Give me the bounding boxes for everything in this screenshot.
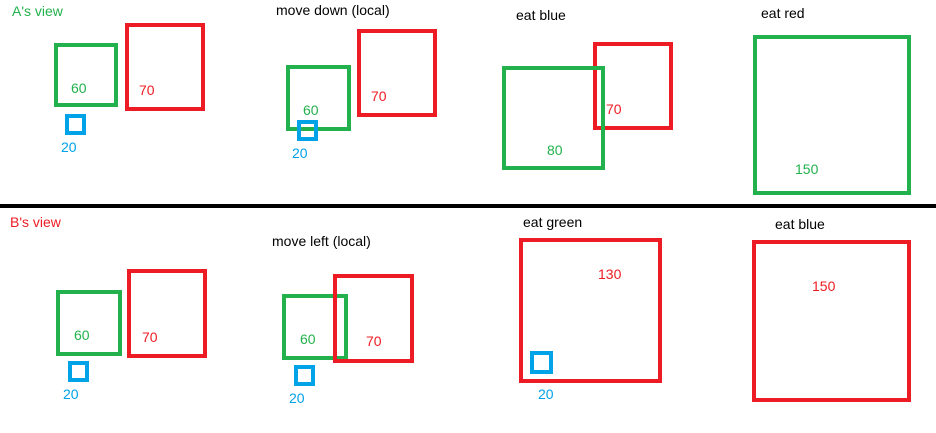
view-divider: [0, 204, 936, 208]
b1-blue-cell: [68, 361, 89, 382]
b4-red-cell: [752, 240, 911, 402]
b1-blue-mass: 20: [63, 386, 79, 402]
a2-blue-cell: [297, 120, 318, 141]
b1-red-mass: 70: [142, 329, 158, 345]
b1-red-cell: [127, 269, 207, 358]
b2-green-cell: [282, 294, 348, 360]
a2-green-mass: 60: [303, 102, 319, 118]
a-view-title: A's view: [12, 3, 63, 19]
b4-title: eat blue: [775, 216, 825, 232]
b2-blue-mass: 20: [289, 390, 305, 406]
a1-red-cell: [125, 23, 205, 111]
b3-title: eat green: [523, 214, 583, 230]
b1-green-mass: 60: [74, 327, 90, 343]
b2-blue-cell: [294, 365, 315, 386]
a1-blue-cell: [65, 114, 86, 135]
a4-green-mass: 150: [795, 161, 819, 177]
a4-green-cell: [753, 35, 911, 195]
a3-title: eat blue: [516, 7, 566, 23]
b2-red-cell: [333, 274, 414, 363]
b3-red-mass: 130: [598, 266, 622, 282]
a3-red-cell: [593, 42, 673, 130]
a2-red-mass: 70: [371, 88, 387, 104]
b1-green-cell: [56, 290, 122, 356]
b2-title: move left (local): [272, 233, 371, 249]
b2-red-mass: 70: [366, 333, 382, 349]
b3-red-cell: [519, 238, 662, 383]
a3-red-mass: 70: [606, 101, 622, 117]
a2-blue-mass: 20: [292, 145, 308, 161]
a3-green-mass: 80: [547, 142, 563, 158]
a2-title: move down (local): [276, 2, 390, 18]
b3-blue-mass: 20: [538, 386, 554, 402]
a3-green-cell: [502, 66, 605, 170]
b4-red-mass: 150: [812, 278, 836, 294]
a1-green-mass: 60: [71, 80, 87, 96]
b3-blue-cell: [530, 351, 553, 374]
a2-green-cell: [286, 65, 351, 131]
b-view-title: B's view: [10, 214, 61, 230]
b2-green-mass: 60: [300, 331, 316, 347]
a1-green-cell: [54, 43, 118, 107]
a1-blue-mass: 20: [61, 139, 77, 155]
a1-red-mass: 70: [139, 82, 155, 98]
a2-red-cell: [357, 29, 437, 117]
a4-title: eat red: [761, 5, 805, 21]
